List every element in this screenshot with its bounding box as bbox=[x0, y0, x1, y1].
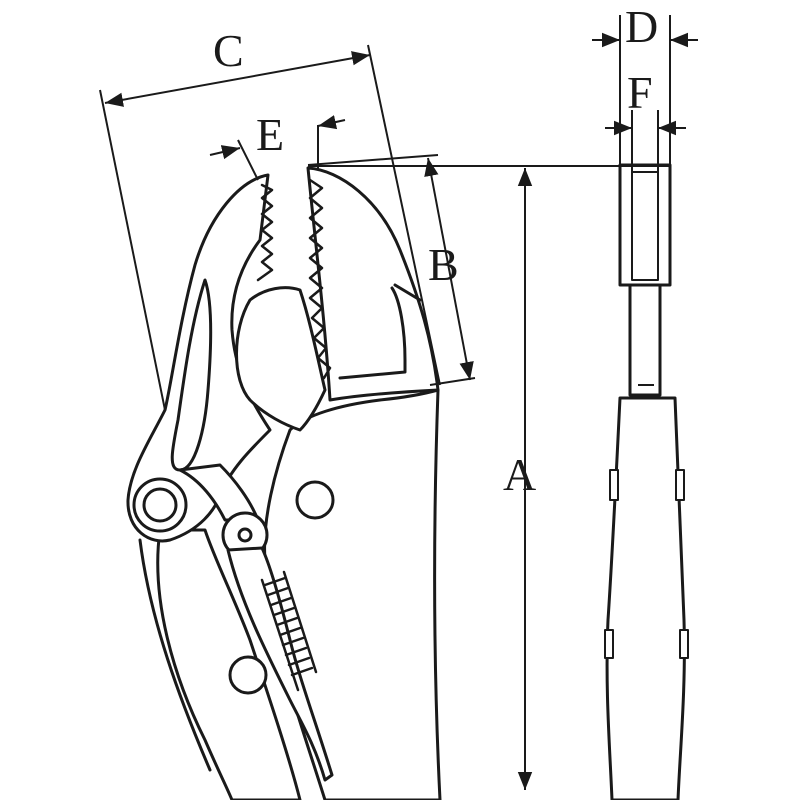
side-detail-1 bbox=[609, 469, 619, 501]
pliers-front-view bbox=[126, 166, 442, 800]
dim-c-ext-left bbox=[99, 89, 166, 411]
dim-b-ext-top bbox=[307, 154, 439, 166]
teeth-right bbox=[308, 178, 332, 380]
jaw-gap bbox=[235, 286, 327, 432]
dim-e-ext-left bbox=[237, 139, 259, 181]
dim-e-arrow-right bbox=[317, 115, 346, 130]
pivot-left-inner bbox=[142, 487, 178, 523]
dim-b-line bbox=[424, 157, 474, 381]
release-lever bbox=[226, 546, 334, 782]
side-detail-3 bbox=[604, 629, 614, 659]
dim-e-arrow-left bbox=[209, 145, 241, 160]
side-handle bbox=[605, 396, 686, 800]
side-detail-2 bbox=[675, 469, 685, 501]
side-detail-4 bbox=[679, 629, 689, 659]
spring bbox=[260, 570, 318, 692]
pivot-right bbox=[295, 480, 335, 520]
side-jaw-inner bbox=[631, 171, 659, 281]
teeth-left bbox=[256, 183, 274, 282]
release-pivot-pin bbox=[237, 527, 253, 543]
jaw-slot bbox=[338, 286, 407, 380]
label-d: D bbox=[625, 1, 658, 52]
pliers-side-view bbox=[604, 163, 689, 800]
lower-handle-inner bbox=[138, 538, 212, 772]
label-b: B bbox=[428, 239, 459, 290]
dimension-labels: C E B A D F bbox=[213, 1, 658, 500]
handle-rivet bbox=[228, 655, 268, 695]
lower-handle bbox=[156, 528, 302, 800]
label-f: F bbox=[627, 67, 653, 118]
dimension-lines bbox=[99, 15, 698, 790]
side-neck bbox=[628, 283, 662, 397]
dim-c-line bbox=[104, 51, 371, 107]
label-e: E bbox=[256, 109, 284, 160]
label-c: C bbox=[213, 25, 244, 76]
label-a: A bbox=[503, 449, 536, 500]
jaw-slot-inner bbox=[393, 283, 422, 302]
